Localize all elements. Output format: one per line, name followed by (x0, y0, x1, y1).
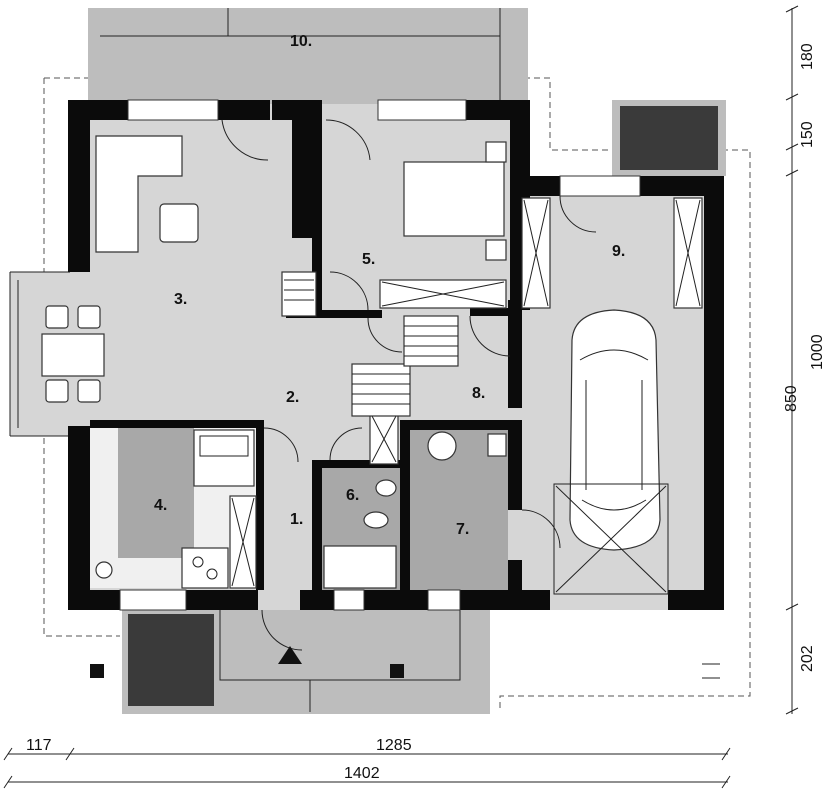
nightstand (485, 239, 507, 261)
room-label-9: 9. (612, 243, 625, 260)
right-dimension-lines (785, 5, 799, 715)
dim-right-1000: 1000 (809, 334, 826, 370)
chair (45, 305, 69, 329)
terrace-edge (100, 8, 501, 100)
bay-window-frame (9, 271, 70, 437)
room-label-8: 8. (472, 385, 485, 402)
washbasin (375, 479, 397, 497)
chimney-grid (620, 106, 718, 170)
walls (68, 100, 724, 610)
entrance-edge (219, 608, 461, 712)
room-label-1: 1. (290, 511, 303, 528)
lamp-marker (90, 664, 104, 678)
sofa (95, 135, 183, 253)
room7-floor (410, 430, 508, 590)
dim-right-180: 180 (799, 43, 816, 70)
dining-table (41, 333, 105, 377)
terrace (88, 8, 528, 104)
garage-door-outline (553, 483, 669, 595)
door-swings (221, 119, 597, 651)
toilet (363, 511, 389, 529)
lamp-marker (390, 664, 404, 678)
room-label-3: 3. (174, 291, 187, 308)
sink (95, 561, 113, 579)
roof-outline (43, 77, 751, 712)
bathtub (323, 545, 397, 589)
windows (119, 99, 641, 611)
bottom-dimension-lines (3, 747, 731, 789)
room-label-7: 7. (456, 521, 469, 538)
chair (77, 305, 101, 329)
entrance-mat (128, 614, 214, 706)
entrance-arrow-icon (278, 646, 302, 664)
dim-bottom-1285: 1285 (376, 737, 412, 754)
car (569, 309, 661, 551)
room-label-4: 4. (154, 497, 167, 514)
wardrobe-cross (381, 281, 505, 307)
fireplace (281, 271, 317, 317)
room-label-10: 10. (290, 33, 312, 50)
water-tank (427, 431, 457, 461)
room-label-5: 5. (362, 251, 375, 268)
dim-right-850: 850 (783, 385, 800, 412)
utility-box (487, 433, 507, 457)
dim-right-150: 150 (799, 121, 816, 148)
armchair (159, 203, 199, 243)
nightstand (485, 141, 507, 163)
room-label-6: 6. (346, 487, 359, 504)
chair (77, 379, 101, 403)
dim-bottom-1402: 1402 (344, 765, 380, 782)
bed (403, 161, 505, 237)
kitchen-floor (118, 428, 194, 558)
room-label-2: 2. (286, 389, 299, 406)
chair (45, 379, 69, 403)
hob (181, 547, 229, 589)
dim-right-202: 202 (799, 645, 816, 672)
boiler-room (193, 429, 255, 487)
dim-bottom-117: 117 (26, 737, 52, 754)
stairs (351, 315, 459, 417)
